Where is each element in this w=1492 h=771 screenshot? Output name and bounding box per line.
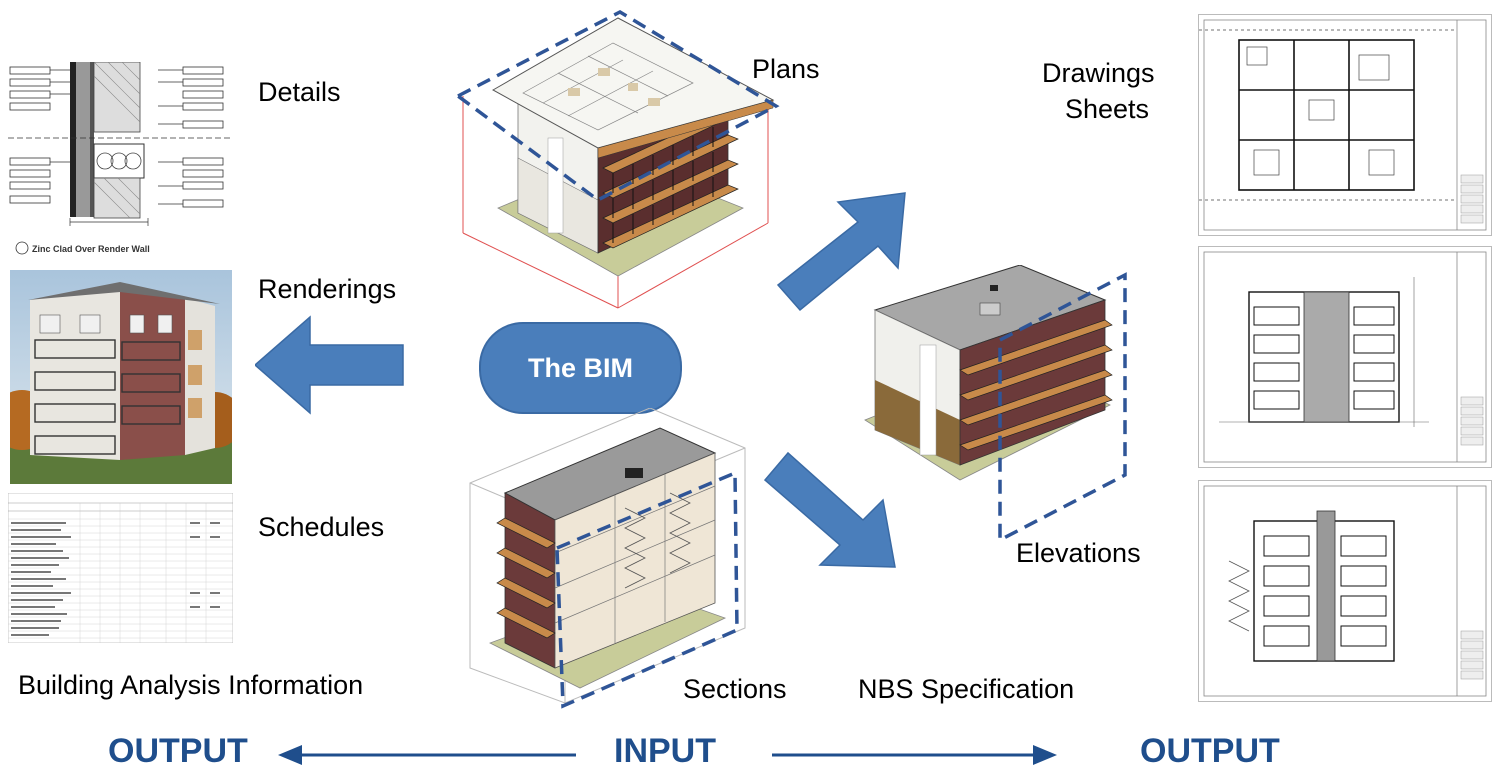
elevations-3d-model — [864, 265, 1127, 543]
wall-detail-drawing: Zinc Clad Over Render Wall — [8, 62, 233, 262]
elevations-label: Elevations — [1016, 538, 1141, 568]
renderings-label: Renderings — [258, 274, 397, 304]
arrow-to-elevations — [763, 451, 896, 568]
sections-3d-model — [469, 408, 746, 709]
building-analysis-label: Building Analysis Information — [18, 670, 364, 700]
sections-label: Sections — [683, 674, 787, 704]
building-rendering-image — [10, 270, 232, 484]
schedule-table-image — [8, 493, 233, 643]
arrow-to-plans-drawings — [776, 192, 906, 312]
plans-label: Plans — [752, 54, 820, 84]
drawing-sheet-section — [1198, 480, 1492, 702]
drawings-label-line2: Sheets — [1065, 94, 1150, 124]
drawing-sheet-plan — [1198, 14, 1492, 236]
details-label: Details — [258, 77, 341, 107]
output-left-label: OUTPUT — [108, 732, 248, 770]
nbs-specification-label: NBS Specification — [858, 674, 1075, 704]
output-right-label: OUTPUT — [1140, 732, 1280, 770]
drawings-label-line1: Drawings — [1042, 58, 1155, 88]
plans-3d-model — [454, 9, 780, 309]
input-label: INPUT — [614, 732, 716, 770]
detail-caption: Zinc Clad Over Render Wall — [32, 244, 150, 254]
input-to-output-right-arrow — [772, 745, 1057, 765]
the-bim-node: The BIM — [479, 322, 682, 414]
arrow-to-renderings — [255, 315, 404, 415]
schedules-label: Schedules — [258, 512, 385, 542]
input-to-output-left-arrow — [278, 745, 576, 765]
drawing-sheet-elevation — [1198, 246, 1492, 468]
